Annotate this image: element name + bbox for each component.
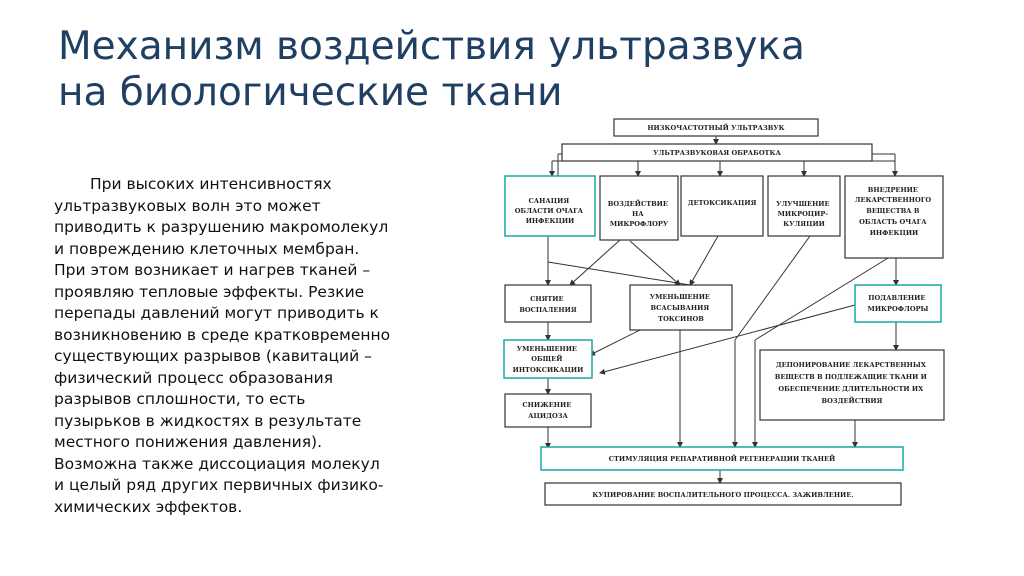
label-sanation-line: САНАЦИЯ: [529, 197, 570, 205]
body-line: и целый ряд других первичных физико-: [54, 476, 384, 494]
label-microflora-line: НА: [632, 210, 644, 218]
box-microflora-suppression: [854, 284, 942, 323]
box-low-frequency-ultrasound: [613, 118, 819, 137]
label-toxin-line: УМЕНЬШЕНИЕ: [650, 293, 710, 301]
slide-title: Механизм воздействия ультразвука на биол…: [58, 24, 958, 116]
box-detoxication: [680, 175, 764, 237]
label-intox-line: ОБЩЕЙ: [531, 353, 562, 363]
svg-text:ПОДАВЛЕНИЕ МИКРОФЛОРЫ: ПОДАВЛЕНИЕ МИКРОФЛОРЫ: [868, 294, 929, 313]
label-low-frequency-ultrasound: НИЗКОЧАСТОТНЫЙ УЛЬТРАЗВУК: [647, 122, 784, 132]
svg-text:ДЕПОНИРОВАНИЕ ЛЕКАРСТВЕННЫХ: ДЕПОНИРОВАНИЕ ЛЕКАРСТВЕННЫХ ВЕЩЕСТВ В ПО…: [775, 361, 929, 405]
label-inflammation-line: СНЯТИЕ: [530, 295, 563, 303]
title-line-1: Механизм воздействия ультразвука: [58, 24, 805, 69]
box-regeneration-stimulation: [540, 446, 904, 471]
box-sanation: [504, 175, 596, 237]
body-line: пузырьков в жидкостях в результате: [54, 411, 362, 430]
label-drug-line: ОБЛАСТЬ ОЧАГА: [859, 218, 927, 226]
box-drug-deposition: [759, 349, 945, 421]
box-final-healing: [544, 482, 902, 506]
label-toxin-line: ТОКСИНОВ: [658, 315, 704, 323]
label-intox-line: УМЕНЬШЕНИЕ: [517, 345, 577, 353]
label-acidosis-line: АЦИДОЗА: [528, 412, 568, 420]
label-deposit-line: ВЕЩЕСТВ В ПОДЛЕЖАЩИЕ ТКАНИ И: [775, 373, 927, 381]
body-line: перепады давлений могут приводить к: [54, 304, 379, 322]
box-microflora-impact: [599, 175, 679, 241]
title-line-2: на биологические ткани: [58, 70, 563, 115]
box-inflammation-relief: [504, 284, 592, 323]
svg-text:ВНЕДРЕНИЕ ЛЕКАРСТВЕННОГО: ВНЕДРЕНИЕ ЛЕКАРСТВЕННОГО ВЕЩЕСТВА В ОБЛА…: [855, 186, 934, 237]
body-line: При высоких интенсивностях: [90, 175, 332, 193]
label-microcirculation-line: УЛУЧШЕНИЕ: [776, 200, 829, 208]
label-microflora-line: МИКРОФЛОРУ: [610, 220, 669, 228]
label-detoxication: ДЕТОКСИКАЦИЯ: [688, 199, 757, 207]
label-drug-line: ВНЕДРЕНИЕ: [868, 186, 918, 194]
body-line: Возможна также диссоциация молекул: [54, 454, 380, 473]
body-line: местного понижения давления).: [54, 433, 323, 451]
svg-text:УМЕНЬШЕНИЕ ОБЩЕЙ ИНТОК: УМЕНЬШЕНИЕ ОБЩЕЙ ИНТОКСИКАЦИИ: [513, 345, 584, 374]
box-ultrasound-processing: [561, 143, 873, 162]
label-sanation-line: ОБЛАСТИ ОЧАГА: [515, 207, 584, 215]
svg-text:ДЕТОКСИКАЦИЯ: ДЕТОКСИКАЦИЯ: [688, 199, 757, 207]
label-microcirculation-line: МИКРОЦИР-: [778, 210, 829, 218]
label-ultrasound-processing: УЛЬТРАЗВУКОВАЯ ОБРАБОТКА: [653, 149, 781, 157]
label-final-healing: КУПИРОВАНИЕ ВОСПАЛИТЕЛЬНОГО ПРОЦЕССА. ЗА…: [592, 491, 853, 499]
svg-text:УЛУЧШЕНИЕ МИКРОЦИР- КУ: УЛУЧШЕНИЕ МИКРОЦИР- КУЛЯЦИИ: [776, 200, 832, 228]
label-drug-line: ЛЕКАРСТВЕННОГО: [855, 196, 932, 204]
svg-text:САНАЦИЯ ОБЛАСТИ ОЧАГА: САНАЦИЯ ОБЛАСТИ ОЧАГА ИНФЕКЦИИ: [515, 197, 586, 225]
ultrasound-flow-diagram: НИЗКОЧАСТОТНЫЙ УЛЬТРАЗВУК УЛЬТРАЗВУКОВАЯ…: [503, 118, 945, 506]
body-line: ультразвуковых волн это может: [54, 196, 321, 215]
body-line: химических эффектов.: [54, 497, 243, 516]
box-acidosis-reduction: [504, 393, 592, 428]
box-intoxication-reduction: [503, 339, 593, 379]
box-toxin-absorption: [629, 284, 733, 331]
label-drug-line: ИНФЕКЦИИ: [870, 229, 919, 237]
body-line: возникновению в среде кратковременно: [54, 325, 391, 344]
label-regeneration: СТИМУЛЯЦИЯ РЕПАРАТИВНОЙ РЕГЕНЕРАЦИИ ТКАН…: [609, 453, 836, 463]
body-paragraph: При высоких интенсивностях ультразвуковы…: [54, 174, 474, 518]
svg-text:УМЕНЬШЕНИЕ ВСАСЫВАНИЯ: УМЕНЬШЕНИЕ ВСАСЫВАНИЯ ТОКСИНОВ: [650, 293, 713, 323]
body-line: разрывов сплошности, то есть: [54, 390, 306, 408]
body-line: физический процесс образования: [54, 368, 334, 387]
label-suppress-line: МИКРОФЛОРЫ: [868, 305, 929, 313]
label-drug-line: ВЕЩЕСТВА В: [866, 207, 920, 215]
label-microcirculation-line: КУЛЯЦИИ: [783, 220, 825, 228]
label-deposit-line: ВОЗДЕЙСТВИЯ: [822, 395, 883, 405]
body-line: При этом возникает и нагрев тканей –: [54, 261, 371, 279]
body-line: проявляю тепловые эффекты. Резкие: [54, 282, 365, 301]
label-deposit-line: ОБЕСПЕЧЕНИЕ ДЛИТЕЛЬНОСТИ ИХ: [778, 385, 924, 393]
svg-text:СНИЖЕНИЕ АЦИДОЗА: СНИЖЕНИЕ АЦИДОЗА: [522, 401, 573, 420]
svg-text:СНЯТИЕ ВОСПАЛЕНИЯ: СНЯТИЕ ВОСПАЛЕНИЯ: [519, 295, 576, 314]
label-sanation-line: ИНФЕКЦИИ: [526, 217, 575, 225]
label-suppress-line: ПОДАВЛЕНИЕ: [868, 294, 925, 302]
label-inflammation-line: ВОСПАЛЕНИЯ: [519, 306, 576, 314]
label-deposit-line: ДЕПОНИРОВАНИЕ ЛЕКАРСТВЕННЫХ: [776, 361, 927, 369]
box-drug-introduction: [844, 175, 944, 259]
label-intox-line: ИНТОКСИКАЦИИ: [513, 366, 584, 374]
label-microflora-line: ВОЗДЕЙСТВИЕ: [608, 198, 668, 208]
body-line: приводить к разрушению макромолекул: [54, 218, 389, 236]
box-microcirculation: [767, 175, 841, 237]
body-line: и повреждению клеточных мембран.: [54, 239, 360, 258]
label-acidosis-line: СНИЖЕНИЕ: [522, 401, 571, 409]
svg-text:ВОЗДЕЙСТВИЕ НА МИКРОФЛ: ВОЗДЕЙСТВИЕ НА МИКРОФЛОРУ: [608, 198, 670, 228]
label-toxin-line: ВСАСЫВАНИЯ: [651, 304, 710, 312]
body-line: существующих разрывов (кавитаций –: [54, 347, 372, 365]
